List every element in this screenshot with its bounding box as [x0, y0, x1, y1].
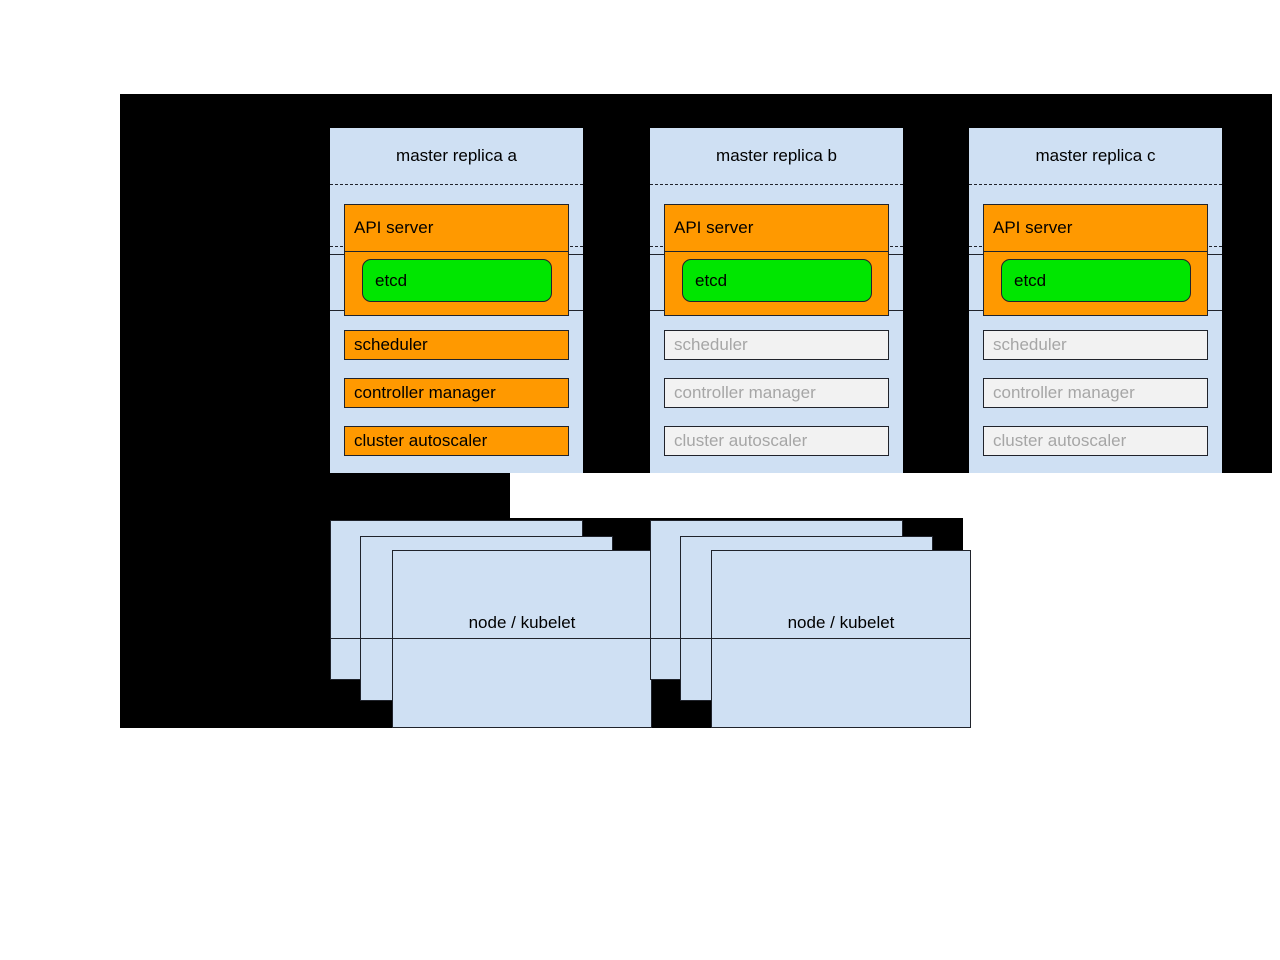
replica-b-cluster-autoscaler[interactable]: cluster autoscaler — [664, 426, 889, 456]
master-replica-b[interactable]: master replica b API server etcd schedul… — [650, 128, 903, 473]
replica-a-title: master replica a — [396, 146, 517, 165]
replica-c-cluster-autoscaler[interactable]: cluster autoscaler — [983, 426, 1208, 456]
backdrop-left-notch — [120, 473, 510, 518]
replica-b-api-server[interactable]: API server — [664, 204, 889, 252]
lane-divider-dashed-top — [330, 184, 583, 185]
replica-a-scheduler[interactable]: scheduler — [344, 330, 569, 360]
node-group-2-card-front[interactable]: node / kubelet — [711, 550, 971, 728]
lane-divider-dashed-top — [650, 184, 903, 185]
replica-a-api-server[interactable]: API server — [344, 204, 569, 252]
replica-b-controller-manager[interactable]: controller manager — [664, 378, 889, 408]
replica-a-controller-manager[interactable]: controller manager — [344, 378, 569, 408]
replica-c-etcd[interactable]: etcd — [1001, 259, 1191, 302]
replica-c-controller-manager[interactable]: controller manager — [983, 378, 1208, 408]
node-group-2-label: node / kubelet — [787, 613, 895, 632]
replica-c-api-server[interactable]: API server — [983, 204, 1208, 252]
replica-b-scheduler[interactable]: scheduler — [664, 330, 889, 360]
node-group-2-divider — [650, 638, 971, 639]
replica-b-title: master replica b — [716, 146, 837, 165]
node-group-1-label: node / kubelet — [468, 613, 576, 632]
replica-c-title: master replica c — [1035, 146, 1156, 165]
node-group-1-divider — [330, 638, 652, 639]
replica-a-cluster-autoscaler[interactable]: cluster autoscaler — [344, 426, 569, 456]
master-replica-a[interactable]: master replica a API server etcd schedul… — [330, 128, 583, 473]
lane-divider-dashed-top — [969, 184, 1222, 185]
master-replica-c[interactable]: master replica c API server etcd schedul… — [969, 128, 1222, 473]
replica-a-etcd[interactable]: etcd — [362, 259, 552, 302]
replica-b-etcd[interactable]: etcd — [682, 259, 872, 302]
replica-c-scheduler[interactable]: scheduler — [983, 330, 1208, 360]
node-group-1-card-front[interactable]: node / kubelet — [392, 550, 652, 728]
